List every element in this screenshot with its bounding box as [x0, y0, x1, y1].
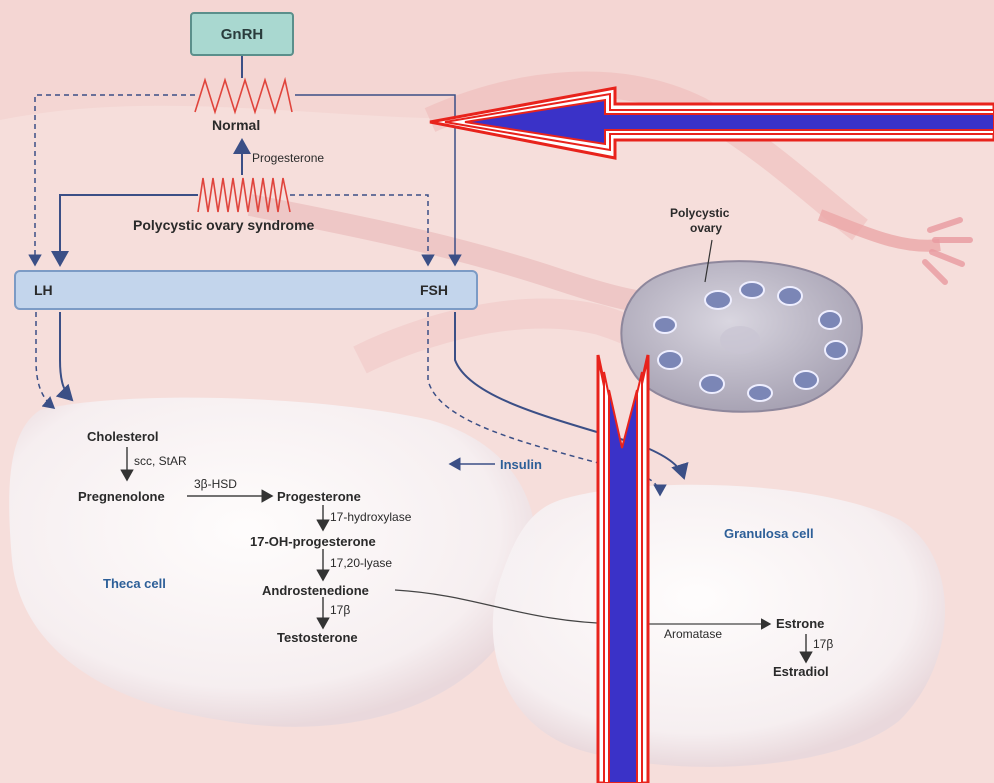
- 17-20-lyase-label: 17,20-lyase: [330, 557, 392, 569]
- lh-label: LH: [34, 283, 53, 297]
- progesterone-feedback-label: Progesterone: [252, 152, 324, 164]
- lh-fsh-bar: [14, 270, 478, 310]
- theca-cell-label: Theca cell: [103, 577, 166, 590]
- ovary-label-line1: Polycystic: [670, 207, 729, 219]
- estradiol-label: Estradiol: [773, 665, 829, 678]
- gnrh-box: GnRH: [190, 12, 294, 56]
- 17b-theca-label: 17β: [330, 604, 350, 616]
- 17-oh-progesterone-label: 17-OH-progesterone: [250, 535, 376, 548]
- 17-hydroxylase-label: 17-hydroxylase: [330, 511, 411, 523]
- cholesterol-label: Cholesterol: [87, 430, 159, 443]
- granulosa-cell-label: Granulosa cell: [724, 527, 814, 540]
- pregnenolone-label: Pregnenolone: [78, 490, 165, 503]
- pcos-label: Polycystic ovary syndrome: [133, 218, 314, 232]
- normal-label: Normal: [212, 118, 260, 132]
- 17b-granulosa-label: 17β: [813, 638, 833, 650]
- ovary-label-line2: ovary: [690, 222, 722, 234]
- aromatase-label: Aromatase: [664, 628, 722, 640]
- testosterone-label: Testosterone: [277, 631, 358, 644]
- fsh-label: FSH: [420, 283, 448, 297]
- progesterone-label: Progesterone: [277, 490, 361, 503]
- 3b-hsd-label: 3β-HSD: [194, 478, 237, 490]
- scc-star-label: scc, StAR: [134, 455, 187, 467]
- androstenedione-label: Androstenedione: [262, 584, 369, 597]
- estrone-label: Estrone: [776, 617, 824, 630]
- granulosa-cell-shape: [493, 485, 945, 767]
- insulin-label: Insulin: [500, 458, 542, 471]
